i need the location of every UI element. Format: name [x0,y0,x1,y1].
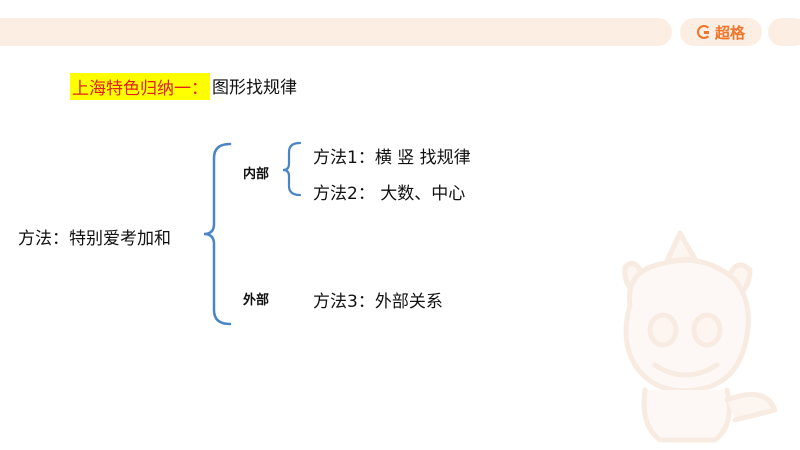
method-1: 方法1：横 竖 找规律 [313,148,471,168]
brand-name: 超格 [714,23,745,42]
method-2: 方法2： 大数、中心 [313,184,466,204]
unicorn-mascot-watermark [622,230,778,443]
outer-label: 外部 [243,293,270,308]
brand-g-icon [696,25,711,39]
brand-logo: 超格 [680,18,762,46]
diagram-root: 方法：特别爱考加和 [18,229,171,249]
inner-brace [282,141,302,197]
method-3: 方法3：外部关系 [313,292,443,312]
page-title: 上海特色归纳一： 图形找规律 [70,73,297,100]
main-brace [203,142,232,326]
title-highlight: 上海特色归纳一： [70,73,210,100]
inner-label: 内部 [243,167,270,182]
top-banner [0,18,672,46]
banner-end-pill [768,18,800,46]
title-topic: 图形找规律 [212,78,297,98]
